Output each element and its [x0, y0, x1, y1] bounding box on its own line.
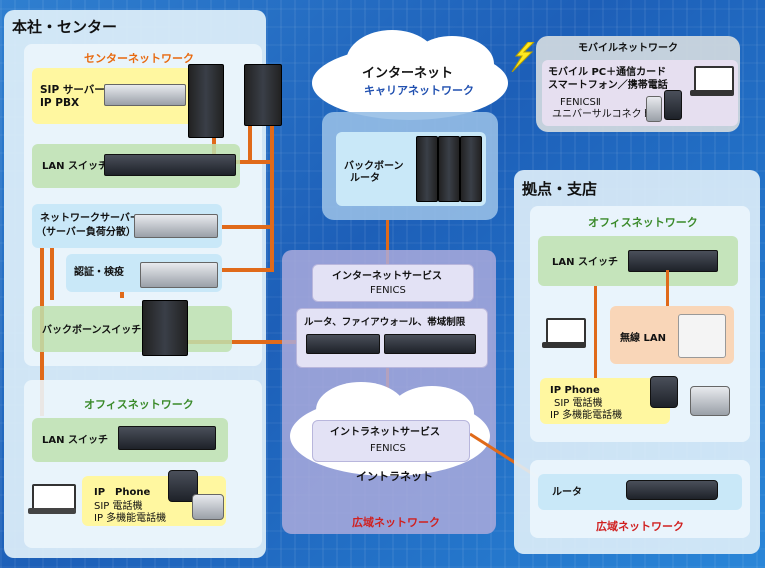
branch-sip-phone-label: SIP 電話機 — [554, 398, 603, 409]
hq-sip-phone-label: SIP 電話機 — [94, 501, 143, 512]
network-server-device — [134, 214, 218, 238]
server-rack-2 — [244, 64, 282, 126]
backbone-router-rack — [460, 136, 482, 202]
branch-router-label: ルータ — [552, 487, 582, 498]
intranet-service-fenics: FENICS — [370, 443, 406, 454]
backbone-router-sublabel: ルータ — [350, 173, 380, 184]
branch-title: 拠点・支店 — [522, 180, 598, 198]
internet-service-label: インターネットサービス — [332, 271, 442, 282]
network-server-sublabel: （サーバー負荷分散） — [36, 227, 136, 238]
hq-multi-phone-label: IP 多機能電話機 — [94, 513, 167, 524]
connector-line — [215, 225, 274, 229]
branch-laptop-base-icon — [542, 342, 586, 348]
branch-wide-network-label: 広域ネットワーク — [596, 520, 684, 533]
router-fw-label: ルータ、ファイアウォール、帯域制限 — [304, 317, 466, 328]
laptop-icon — [32, 484, 76, 512]
backbone-router-rack — [416, 136, 438, 202]
branch-lan-switch-device — [628, 250, 718, 272]
internet-service-fenics: FENICS — [370, 285, 406, 296]
branch-office-network-label: オフィスネットワーク — [588, 216, 698, 229]
wireless-access-point-icon — [678, 314, 726, 358]
mobile-laptop-base-icon — [690, 90, 734, 96]
branch-ip-phone-device — [650, 376, 678, 408]
backbone-switch-device — [142, 300, 188, 356]
connector-line — [248, 120, 252, 164]
network-server-label: ネットワークサーバー — [40, 213, 140, 224]
connector-line — [230, 160, 274, 164]
backbone-router-rack — [438, 136, 460, 202]
internet-title: インターネット — [362, 66, 454, 81]
hq-title: 本社・センター — [12, 18, 118, 36]
branch-multi-phone-label: IP 多機能電話機 — [550, 410, 623, 421]
connector-line — [215, 268, 274, 272]
center-network-label: センターネットワーク — [84, 52, 194, 65]
backbone-router-label: バックボーン — [344, 161, 404, 172]
smartphone-icon — [664, 90, 682, 120]
hq-office-network-label: オフィスネットワーク — [84, 398, 194, 411]
branch-desk-phone-device — [690, 386, 730, 416]
intranet-label: イントラネット — [356, 470, 433, 483]
branch-lan-switch-label: LAN スイッチ — [552, 257, 618, 268]
lan-switch-label: LAN スイッチ — [42, 161, 108, 172]
internet-service-box — [312, 264, 474, 302]
intranet-service-label: イントラネットサービス — [330, 427, 440, 438]
wide-network-label: 広域ネットワーク — [352, 516, 440, 529]
auth-label: 認証・検疫 — [74, 267, 124, 278]
connector-line — [594, 286, 597, 378]
backbone-switch-box — [32, 306, 232, 352]
lan-switch-device — [104, 154, 236, 176]
laptop-base-icon — [28, 508, 76, 514]
branch-router-device — [626, 480, 718, 500]
desk-phone-device — [192, 494, 224, 520]
mobile-laptop-icon — [694, 66, 734, 94]
mobile-phone-icon — [646, 96, 662, 122]
server-rack — [188, 64, 224, 138]
connector-line — [666, 270, 669, 310]
connector-line — [270, 120, 274, 270]
mobile-line4: ユニバーサルコネクト — [552, 109, 652, 120]
hq-office-lan-switch-device — [118, 426, 216, 450]
carrier-network-label: キャリアネットワーク — [364, 84, 474, 97]
hq-ip-phone-label: IP Phone — [94, 487, 151, 498]
connector-line — [386, 220, 389, 264]
branch-ip-phone-box — [540, 378, 670, 424]
auth-device — [140, 262, 218, 288]
firewall-device — [384, 334, 476, 354]
mobile-line1: モバイル PC＋通信カード — [548, 67, 667, 78]
mobile-line2: スマートフォン／携帯電話 — [548, 80, 668, 91]
intranet-service-box — [312, 420, 470, 462]
mobile-network-title: モバイルネットワーク — [578, 43, 678, 54]
router-device — [306, 334, 380, 354]
mobile-line3: FENICSⅡ — [560, 97, 601, 108]
branch-ip-phone-label: IP Phone — [550, 385, 600, 396]
sip-server-label: SIP サーバー、 IP PBX — [40, 84, 116, 109]
lightning-icon — [508, 41, 536, 73]
internet-cloud-puff — [410, 36, 494, 92]
sip-server-device — [104, 84, 186, 106]
connector-line — [50, 240, 54, 300]
hq-office-lan-switch-label: LAN スイッチ — [42, 435, 108, 446]
wireless-lan-label: 無線 LAN — [620, 333, 666, 344]
backbone-switch-label: バックボーンスイッチ — [42, 325, 142, 336]
